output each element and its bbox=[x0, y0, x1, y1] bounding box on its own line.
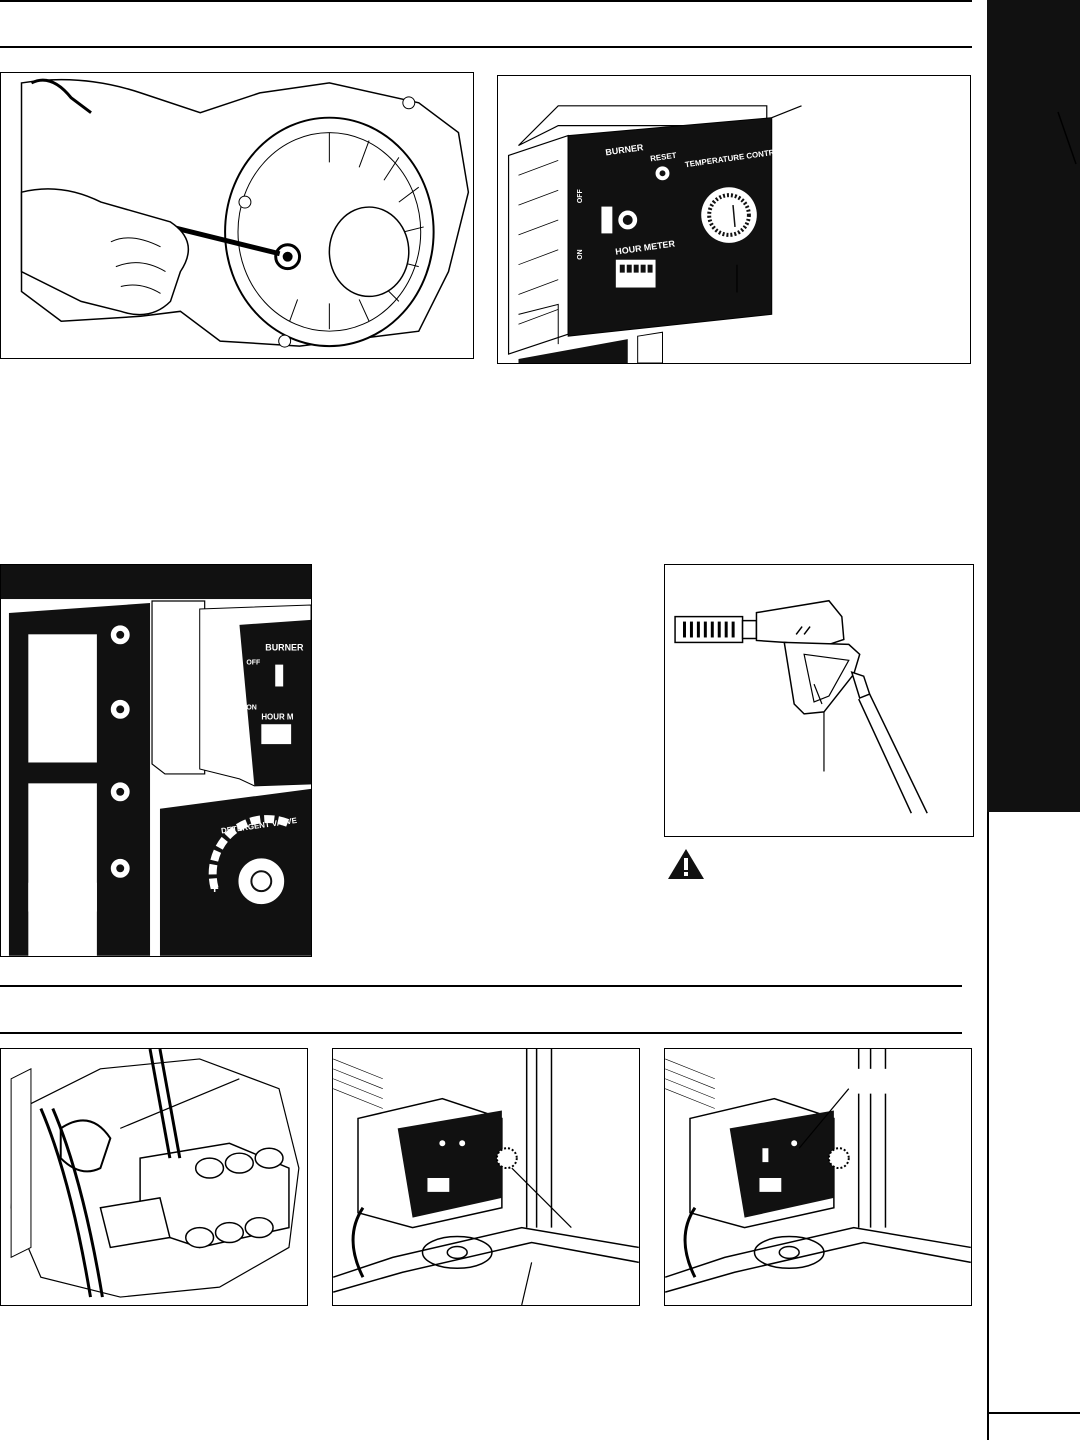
header-rule-top bbox=[0, 0, 972, 2]
section-rule-bottom bbox=[0, 1032, 962, 1034]
figure-pull-start bbox=[0, 72, 474, 359]
pull-cord-starter-illustration bbox=[20, 78, 470, 348]
spray-gun-trigger-illustration bbox=[674, 599, 928, 814]
detergent-plus-sign: + bbox=[211, 880, 219, 896]
pump-illustration bbox=[10, 1049, 300, 1298]
tab-mark-icon bbox=[1057, 111, 1077, 165]
warning-triangle-icon bbox=[668, 849, 704, 879]
header-rule-bottom bbox=[0, 46, 972, 48]
burner-control-panel-illustration: BURNER RESET TEMPERATURE CONTROL HOUR ME… bbox=[507, 105, 802, 363]
figure-control-dial bbox=[332, 1048, 640, 1306]
control-box-dial-illustration bbox=[333, 1049, 639, 1305]
panel-label-on: ON bbox=[246, 704, 256, 711]
section-rule-top bbox=[0, 985, 962, 987]
figure-detergent-panel: BURNER OFF ON HOUR M DETERGENT VALVE + bbox=[0, 564, 312, 957]
panel-label-hour-meter: HOUR M bbox=[261, 712, 294, 721]
detergent-panel-illustration: BURNER OFF ON HOUR M DETERGENT VALVE + bbox=[1, 565, 311, 956]
panel-label-on: ON bbox=[577, 249, 584, 259]
figure-pump bbox=[0, 1048, 308, 1306]
figure-control-switch bbox=[664, 1048, 972, 1306]
panel-label-off: OFF bbox=[577, 189, 584, 203]
control-box-switch-illustration bbox=[665, 1049, 971, 1293]
figure-spray-gun bbox=[664, 564, 974, 837]
section-tab bbox=[987, 0, 1080, 812]
panel-label-off: OFF bbox=[246, 660, 260, 667]
figure-burner-panel: BURNER RESET TEMPERATURE CONTROL HOUR ME… bbox=[497, 75, 971, 364]
panel-label-reset: RESET bbox=[650, 151, 678, 164]
panel-label-burner: BURNER bbox=[265, 643, 304, 653]
tab-bottom-rule bbox=[987, 1412, 1080, 1414]
section-tab-lower bbox=[987, 812, 1080, 1440]
